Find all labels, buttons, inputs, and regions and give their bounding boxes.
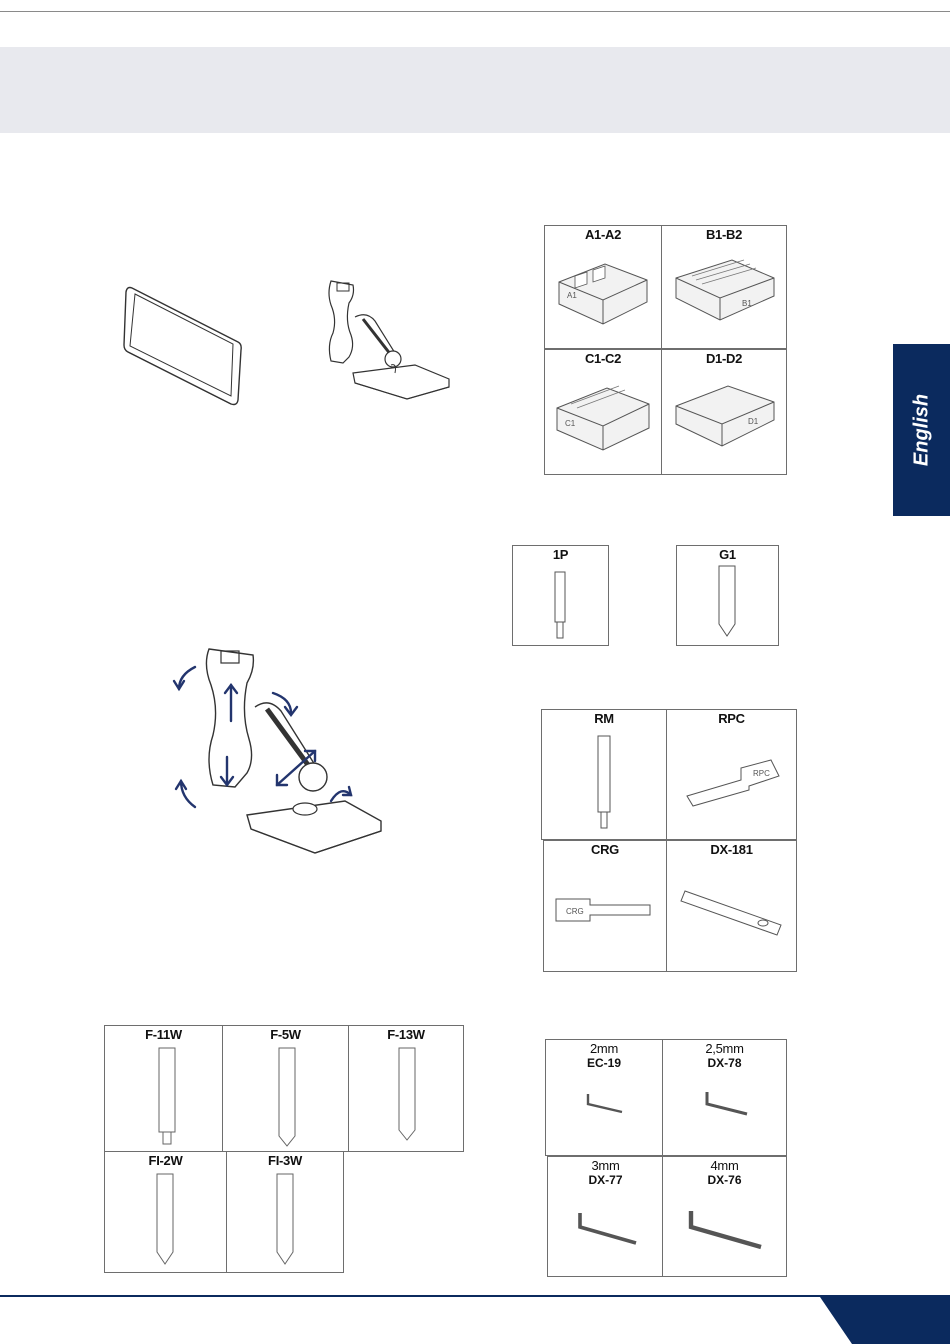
cutter-icon xyxy=(105,1152,226,1272)
tool-rpc-mark: RPC xyxy=(753,769,770,778)
jaw-cell: D1-D2 D1 xyxy=(661,349,787,475)
cutter-cell: F-5W xyxy=(222,1025,349,1152)
cutter-icon xyxy=(223,1026,348,1151)
tool-crg-mark: CRG xyxy=(566,907,584,916)
tools-grid: RM RPC RPC CRG CRG DX-181 xyxy=(541,709,797,972)
tablet-holder-icon xyxy=(315,275,460,410)
jaw-a-icon: A1 xyxy=(545,226,661,348)
jaw-b-icon: B1 xyxy=(662,226,786,348)
language-tab[interactable]: English xyxy=(893,344,950,516)
cutter-icon xyxy=(105,1026,222,1151)
probe-cell: 1P xyxy=(512,545,609,646)
jaw-cell: B1-B2 B1 xyxy=(661,225,787,349)
cutter-cell: F-13W xyxy=(348,1025,464,1152)
jaws-grid: A1-A2 A1 B1-B2 B1 C1-C2 C1 D1-D xyxy=(544,225,787,475)
jaw-d-mark: D1 xyxy=(748,417,759,426)
key-cell: 2mm EC-19 xyxy=(545,1039,663,1156)
jaw-a-mark: A1 xyxy=(567,291,577,300)
key-cell: 4mm DX-76 xyxy=(662,1156,787,1277)
probe-g1-icon xyxy=(677,546,778,645)
allen-key-icon xyxy=(663,1040,786,1155)
allen-key-icon xyxy=(546,1040,662,1155)
tablet-holder-adjust-icon xyxy=(165,635,390,865)
jaw-d-icon: D1 xyxy=(662,350,786,474)
jaw-c-icon: C1 xyxy=(545,350,661,474)
tool-cell: RM xyxy=(541,709,667,840)
tool-cell: DX-181 xyxy=(666,840,797,972)
tool-rm-icon xyxy=(542,710,666,839)
probe-cell: G1 xyxy=(676,545,779,646)
probe-1p-icon xyxy=(513,546,608,645)
language-tab-label: English xyxy=(910,394,933,466)
jaw-cell: A1-A2 A1 xyxy=(544,225,662,349)
cutter-cell: FI-2W xyxy=(104,1151,227,1273)
keys-grid: 2mm EC-19 2,5mm DX-78 3mm DX-77 4mm DX-7… xyxy=(545,1039,787,1277)
tool-cell: CRG CRG xyxy=(543,840,667,972)
cutter-icon xyxy=(349,1026,463,1151)
footer-rule xyxy=(0,1295,950,1297)
allen-key-icon xyxy=(663,1157,786,1276)
allen-key-icon xyxy=(548,1157,663,1276)
jaw-cell: C1-C2 C1 xyxy=(544,349,662,475)
tablet-icon xyxy=(120,280,250,410)
jaw-b-mark: B1 xyxy=(742,299,752,308)
key-cell: 3mm DX-77 xyxy=(547,1156,664,1277)
key-cell: 2,5mm DX-78 xyxy=(662,1039,787,1156)
cutters-grid: F-11W F-5W F-13W FI-2W FI-3W xyxy=(104,1025,464,1273)
tool-rpc-icon: RPC xyxy=(667,710,796,839)
cutter-icon xyxy=(227,1152,343,1272)
cutter-cell: F-11W xyxy=(104,1025,223,1152)
tool-cell: RPC RPC xyxy=(666,709,797,840)
tool-crg-icon: CRG xyxy=(544,841,666,971)
header-band xyxy=(0,47,950,133)
top-rule xyxy=(0,11,950,12)
jaw-c-mark: C1 xyxy=(565,419,576,428)
tool-dx181-icon xyxy=(667,841,796,971)
cutter-cell: FI-3W xyxy=(226,1151,344,1273)
